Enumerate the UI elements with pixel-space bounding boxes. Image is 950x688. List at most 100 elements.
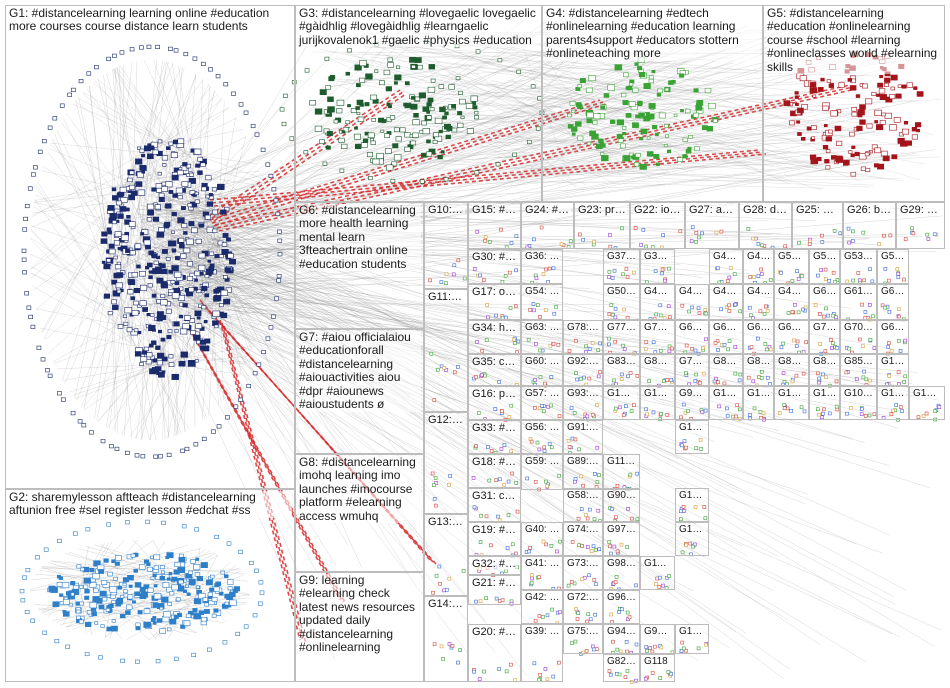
group-box-g39: G39: #dista… — [521, 624, 563, 682]
group-box-g12: G12: smithsonia… learn students fascinat… — [424, 412, 468, 514]
group-box-g11: G11: #distancel… digital over #digitaldi… — [424, 289, 468, 412]
group-box-g77: G77: isola… — [603, 320, 640, 354]
group-box-g44: G44: day… — [709, 249, 743, 284]
group-box-g23: G23: problems padlet… — [574, 202, 630, 249]
group-box-g116: G1… as… — [675, 522, 709, 556]
group-box-g24: G24: #distanc… person… — [521, 202, 574, 249]
group-label-g81: G81: taki… — [644, 356, 672, 367]
group-label-g59: G59: ad… — [525, 456, 560, 467]
group-label-g56: G56: worl… — [525, 422, 560, 433]
group-label-g9: G9: learning #elearning check latest new… — [299, 574, 421, 655]
group-box-g64: G64: class… — [877, 284, 909, 320]
group-box-g48: G48: #distanc… — [774, 284, 809, 320]
group-box-g29: G29: #distan… #onlin… — [896, 202, 945, 249]
group-box-g114: G118 — [640, 654, 675, 682]
group-label-g46: G46: … — [644, 286, 672, 297]
group-label-g76: G76: teac… — [644, 322, 672, 333]
group-label-g7: G7: #aiou officialaiou #educationforall … — [299, 331, 421, 412]
group-label-g34: G34: hey low countr… — [472, 322, 518, 334]
group-box-g37: G37: sign… — [603, 249, 640, 284]
group-box-g49: G49: heart… — [743, 284, 774, 320]
group-label-g5: G5: #distancelearning #education #online… — [767, 7, 942, 74]
group-box-g52: G52: sdl… — [774, 249, 809, 284]
group-label-g79: G79: kac… — [679, 356, 706, 367]
group-label-g87: G87: fx… — [747, 356, 771, 367]
group-box-g73: G73: look… — [563, 556, 603, 590]
group-box-g41: G41: world… — [521, 556, 563, 590]
group-label-g116: G1… as… — [679, 524, 706, 535]
group-label-g39: G39: #dista… — [525, 626, 560, 637]
group-box-g6: G6: #distancelearning more health learni… — [295, 202, 424, 329]
group-box-g68: G68: boldr… — [774, 320, 809, 354]
group-box-g13: G13: #ecw provides children impacted #co… — [424, 514, 468, 596]
group-box-g84: G84: care… — [809, 354, 840, 386]
group-label-g37: G37: sign… — [607, 251, 637, 262]
group-box-g110: G1… sec… — [675, 420, 709, 454]
group-box-g76: G76: teac… — [640, 320, 675, 354]
group-label-g85: G85: last… — [844, 356, 874, 367]
group-label-g93: G93: #di… — [567, 388, 600, 399]
group-box-g7: G7: #aiou officialaiou #educationforall … — [295, 329, 424, 454]
group-box-g30: G30: #dista… drenic… — [468, 249, 521, 284]
group-label-g58: G58: anot… — [567, 490, 600, 501]
group-label-g57: G57: #ukr… — [525, 388, 560, 399]
group-label-g62: G62: beco… — [813, 286, 837, 297]
group-box-g2: G2: sharemylesson aftteach #distancelear… — [5, 489, 295, 682]
group-box-g55: G55: positi… — [877, 249, 909, 284]
group-label-g68: G68: boldr… — [778, 322, 806, 333]
group-label-g104: G10… tod… — [844, 388, 874, 399]
group-box-g109: G1… uon… — [640, 386, 675, 420]
group-label-g90: G90: disi… — [607, 490, 637, 501]
group-label-g29: G29: #distan… #onlin… — [900, 204, 942, 216]
group-label-g98: G98: gt… — [607, 558, 637, 569]
group-box-g63: G63: full… — [521, 320, 563, 354]
group-box-g34: G34: hey low countr… — [468, 320, 521, 354]
group-label-g48: G48: #distanc… — [778, 286, 806, 297]
group-label-g33: G33: #dista… #diab… — [472, 422, 518, 434]
group-label-g110: G1… sec… — [679, 422, 706, 433]
group-box-g92: G92: gt… — [563, 354, 603, 386]
group-label-g4: G4: #distancelearning #edtech #onlinelea… — [546, 7, 760, 61]
group-box-g59: G59: ad… — [521, 454, 563, 490]
group-box-g58: G58: anot… — [563, 488, 603, 522]
group-box-g112: G11… sam… — [640, 556, 675, 590]
group-box-g26: G26: broinno… 80… — [843, 202, 896, 249]
group-label-g78: G78: read… — [567, 322, 600, 333]
group-box-g18: G18: #teacher… #homele… — [468, 454, 521, 488]
group-box-g4: G4: #distancelearning #edtech #onlinelea… — [542, 5, 763, 202]
group-box-g93: G93: #di… — [563, 386, 603, 420]
group-label-g108: G1… stu… — [607, 388, 637, 399]
group-label-g47: G47: #dista… — [713, 286, 740, 297]
group-box-g19: G19: #distanc… #meded sale… — [468, 522, 521, 556]
group-label-g91: G91: #uk… — [567, 422, 600, 433]
group-label-g13: G13: #ecw provides children impacted #co… — [428, 516, 465, 528]
group-label-g111: G11… neo… — [607, 456, 637, 467]
group-box-g62: G62: beco… — [809, 284, 840, 320]
group-box-g102: G10… tow… — [774, 386, 809, 420]
group-box-g9: G9: learning #elearning check latest new… — [295, 572, 424, 682]
group-label-g99: G99: sec… — [679, 388, 706, 399]
group-box-g14: G14: #distancel… home travel study #stud… — [424, 596, 468, 682]
group-label-g19: G19: #distanc… #meded sale… — [472, 524, 518, 536]
group-label-g89: G89: gt… — [567, 456, 600, 467]
group-label-g54: G54: uniofg… — [525, 286, 560, 297]
group-box-g42: G42: going… — [521, 590, 563, 624]
group-label-g65: G65: #rea… — [747, 322, 771, 333]
group-box-g100: G100: q3… — [709, 386, 743, 420]
group-label-g105: G1… attr… — [881, 388, 906, 399]
group-label-g55: G55: positi… — [881, 251, 906, 262]
group-box-g103: G10… won… — [809, 386, 840, 420]
group-box-g83: G83: inter… — [603, 354, 640, 386]
group-label-g77: G77: isola… — [607, 322, 637, 333]
group-box-g16: G16: pharostu… #geneal… courses… — [468, 386, 521, 420]
group-box-g104: G10… tod… — [840, 386, 877, 420]
group-label-g2: G2: sharemylesson aftteach #distancelear… — [9, 491, 292, 518]
group-box-g53: G53: mary… — [840, 249, 877, 284]
group-label-g21: G21: #edutwit… #educati… — [472, 577, 518, 589]
group-label-g42: G42: going… — [525, 592, 560, 603]
group-box-g10: G10: #highered russpoulin report #opm #d… — [424, 202, 468, 289]
group-box-g67: G67: #dist… — [675, 320, 709, 354]
group-box-g46: G46: … — [640, 284, 675, 320]
group-box-g54: G54: uniofg… — [521, 284, 563, 320]
